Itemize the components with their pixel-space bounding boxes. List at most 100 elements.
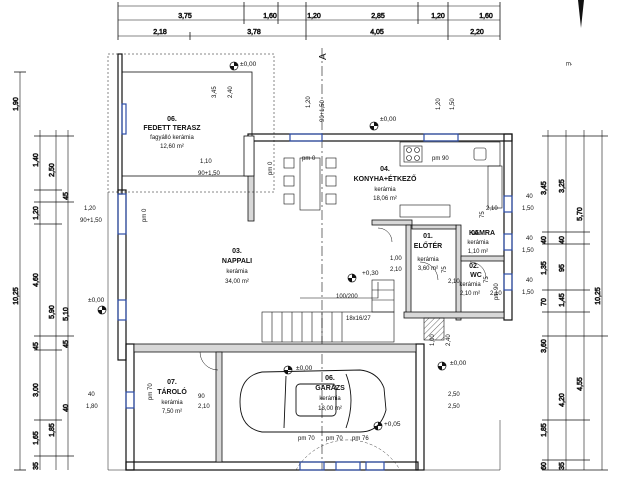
level-marker: ±0,00 bbox=[283, 365, 313, 375]
level-marker: ±0,00 bbox=[437, 360, 467, 371]
svg-text:1,50: 1,50 bbox=[522, 290, 534, 296]
dim-top-3: 1,20 bbox=[307, 13, 321, 20]
windows bbox=[117, 103, 513, 471]
svg-text:+0,05: +0,05 bbox=[384, 421, 401, 428]
svg-text:90+1,50: 90+1,50 bbox=[198, 171, 221, 177]
svg-text:A: A bbox=[318, 53, 329, 60]
svg-text:kerámia: kerámia bbox=[459, 282, 481, 288]
dim-left-e: 45 bbox=[33, 342, 40, 350]
svg-text:±0,00: ±0,00 bbox=[296, 365, 313, 372]
dim-top-4: 2,85 bbox=[371, 13, 385, 20]
svg-text:kerámia: kerámia bbox=[374, 187, 396, 193]
svg-text:2,50: 2,50 bbox=[448, 404, 460, 410]
svg-text:7,50 m²: 7,50 m² bbox=[162, 409, 182, 415]
svg-text:kerámia: kerámia bbox=[226, 269, 248, 275]
svg-text:pm 70: pm 70 bbox=[298, 436, 315, 442]
svg-text:18x16/27: 18x16/27 bbox=[346, 316, 371, 322]
svg-text:2,40: 2,40 bbox=[228, 86, 234, 98]
svg-text:05.: 05. bbox=[471, 230, 481, 237]
stairs bbox=[261, 279, 395, 343]
svg-text:+0,30: +0,30 bbox=[362, 270, 379, 277]
dim-left-n: 45 bbox=[63, 340, 70, 348]
svg-text:2,10: 2,10 bbox=[390, 267, 402, 273]
level-marker: +0,30 bbox=[347, 270, 379, 283]
svg-text:01.: 01. bbox=[423, 233, 433, 240]
svg-text:18,00 m²: 18,00 m² bbox=[318, 406, 342, 412]
svg-text:1,00: 1,00 bbox=[390, 256, 402, 262]
svg-text:pm 0: pm 0 bbox=[268, 161, 274, 175]
dim-right-c: 1,35 bbox=[541, 261, 548, 275]
svg-text:2,10: 2,10 bbox=[490, 291, 502, 297]
dim-right-b: 40 bbox=[541, 236, 548, 244]
level-markers: ±0,00 ±0,00 ±0,00 +0,30 ±0,00 ±0,00 bbox=[88, 61, 467, 431]
dim-right-a: 3,45 bbox=[541, 181, 548, 195]
dim-left-h: 35 bbox=[33, 462, 40, 470]
svg-text:2,50: 2,50 bbox=[448, 392, 460, 398]
dim-left-b: 1,40 bbox=[33, 153, 40, 167]
dim-right-e: 3,60 bbox=[541, 339, 548, 353]
room-label-terasz: 06. FEDETT TERASZ fagyálló kerámia 12,60… bbox=[143, 116, 201, 150]
svg-text:12,60 m²: 12,60 m² bbox=[160, 144, 184, 150]
dim-right-k: 1,45 bbox=[559, 293, 566, 307]
svg-text:34,00 m²: 34,00 m² bbox=[225, 279, 249, 285]
dim-left-j: 5,90 bbox=[49, 305, 56, 319]
kitchen-furniture bbox=[283, 141, 503, 218]
dim-left-outer: 10,25 bbox=[13, 287, 20, 305]
dim-top-5: 1,20 bbox=[431, 13, 445, 20]
svg-text:pm 70: pm 70 bbox=[148, 383, 154, 400]
svg-text:É: É bbox=[564, 62, 571, 66]
svg-text:pm 0: pm 0 bbox=[142, 208, 148, 222]
svg-text:TÁROLÓ: TÁROLÓ bbox=[157, 387, 187, 396]
svg-text:75: 75 bbox=[480, 211, 486, 218]
svg-text:±0,00: ±0,00 bbox=[450, 360, 467, 367]
svg-text:kerámia: kerámia bbox=[467, 240, 489, 246]
opening-annotations: 3,45 2,40 1,10 90+1,50 1,20 90+1,50 1,20… bbox=[80, 86, 534, 442]
room-label-konyha: 04. KONYHA+ÉTKEZŐ kerámia 18,06 m² bbox=[354, 166, 417, 202]
svg-text:1,10 m²: 1,10 m² bbox=[468, 249, 488, 255]
svg-text:02.: 02. bbox=[469, 263, 479, 270]
svg-text:06.: 06. bbox=[167, 116, 177, 123]
svg-text:2,10: 2,10 bbox=[198, 404, 210, 410]
svg-text:3,60 m²: 3,60 m² bbox=[418, 266, 438, 272]
svg-text:90+1,50: 90+1,50 bbox=[320, 99, 326, 122]
svg-text:18,06 m²: 18,06 m² bbox=[373, 196, 397, 202]
svg-text:06.: 06. bbox=[325, 375, 335, 382]
dim-top2-4: 2,20 bbox=[470, 29, 484, 36]
level-marker: +0,05 bbox=[373, 421, 401, 431]
dim-right-l: 4,20 bbox=[559, 393, 566, 407]
dim-left-d: 4,60 bbox=[33, 273, 40, 287]
dim-left-f: 3,00 bbox=[33, 383, 40, 397]
dim-left-l: 45 bbox=[63, 192, 70, 200]
svg-text:100/200: 100/200 bbox=[336, 294, 358, 300]
svg-text:FEDETT TERASZ: FEDETT TERASZ bbox=[143, 125, 201, 132]
svg-text:90: 90 bbox=[198, 394, 205, 400]
svg-text:pm 76: pm 76 bbox=[352, 436, 369, 442]
svg-text:1,50: 1,50 bbox=[450, 98, 456, 110]
svg-text:04.: 04. bbox=[380, 166, 390, 173]
svg-text:kerámia: kerámia bbox=[417, 257, 439, 263]
svg-text:pm 90: pm 90 bbox=[494, 283, 500, 300]
dim-right-h: 3,25 bbox=[559, 179, 566, 193]
svg-text:kerámia: kerámia bbox=[161, 400, 183, 406]
svg-text:75: 75 bbox=[484, 276, 490, 283]
top-dimensions: 3,75 1,60 1,20 2,85 1,20 1,60 2,18 3,78 … bbox=[117, 2, 501, 40]
svg-text:2,10: 2,10 bbox=[448, 279, 460, 285]
dim-left-o: 40 bbox=[63, 404, 70, 412]
dim-top-1: 3,75 bbox=[178, 13, 192, 20]
svg-text:07.: 07. bbox=[167, 379, 177, 386]
svg-text:40: 40 bbox=[526, 278, 533, 284]
dim-left-g: 1,65 bbox=[33, 431, 40, 445]
svg-text:2,10: 2,10 bbox=[486, 206, 498, 212]
room-label-wc: 02. WC kerámia 2,10 m² bbox=[459, 263, 482, 297]
dim-right-n: 5,70 bbox=[577, 207, 584, 221]
dim-right-outer: 10,25 bbox=[595, 287, 602, 305]
svg-text:pm 90: pm 90 bbox=[432, 156, 449, 162]
svg-text:75: 75 bbox=[442, 266, 448, 273]
dim-right-o: 4,55 bbox=[577, 377, 584, 391]
dim-left-k: 1,85 bbox=[49, 423, 56, 437]
svg-text:2,10 m²: 2,10 m² bbox=[460, 291, 480, 297]
dim-right-i: 40 bbox=[559, 236, 566, 244]
section-marker: A bbox=[318, 48, 329, 470]
svg-text:GARÁZS: GARÁZS bbox=[315, 383, 345, 392]
